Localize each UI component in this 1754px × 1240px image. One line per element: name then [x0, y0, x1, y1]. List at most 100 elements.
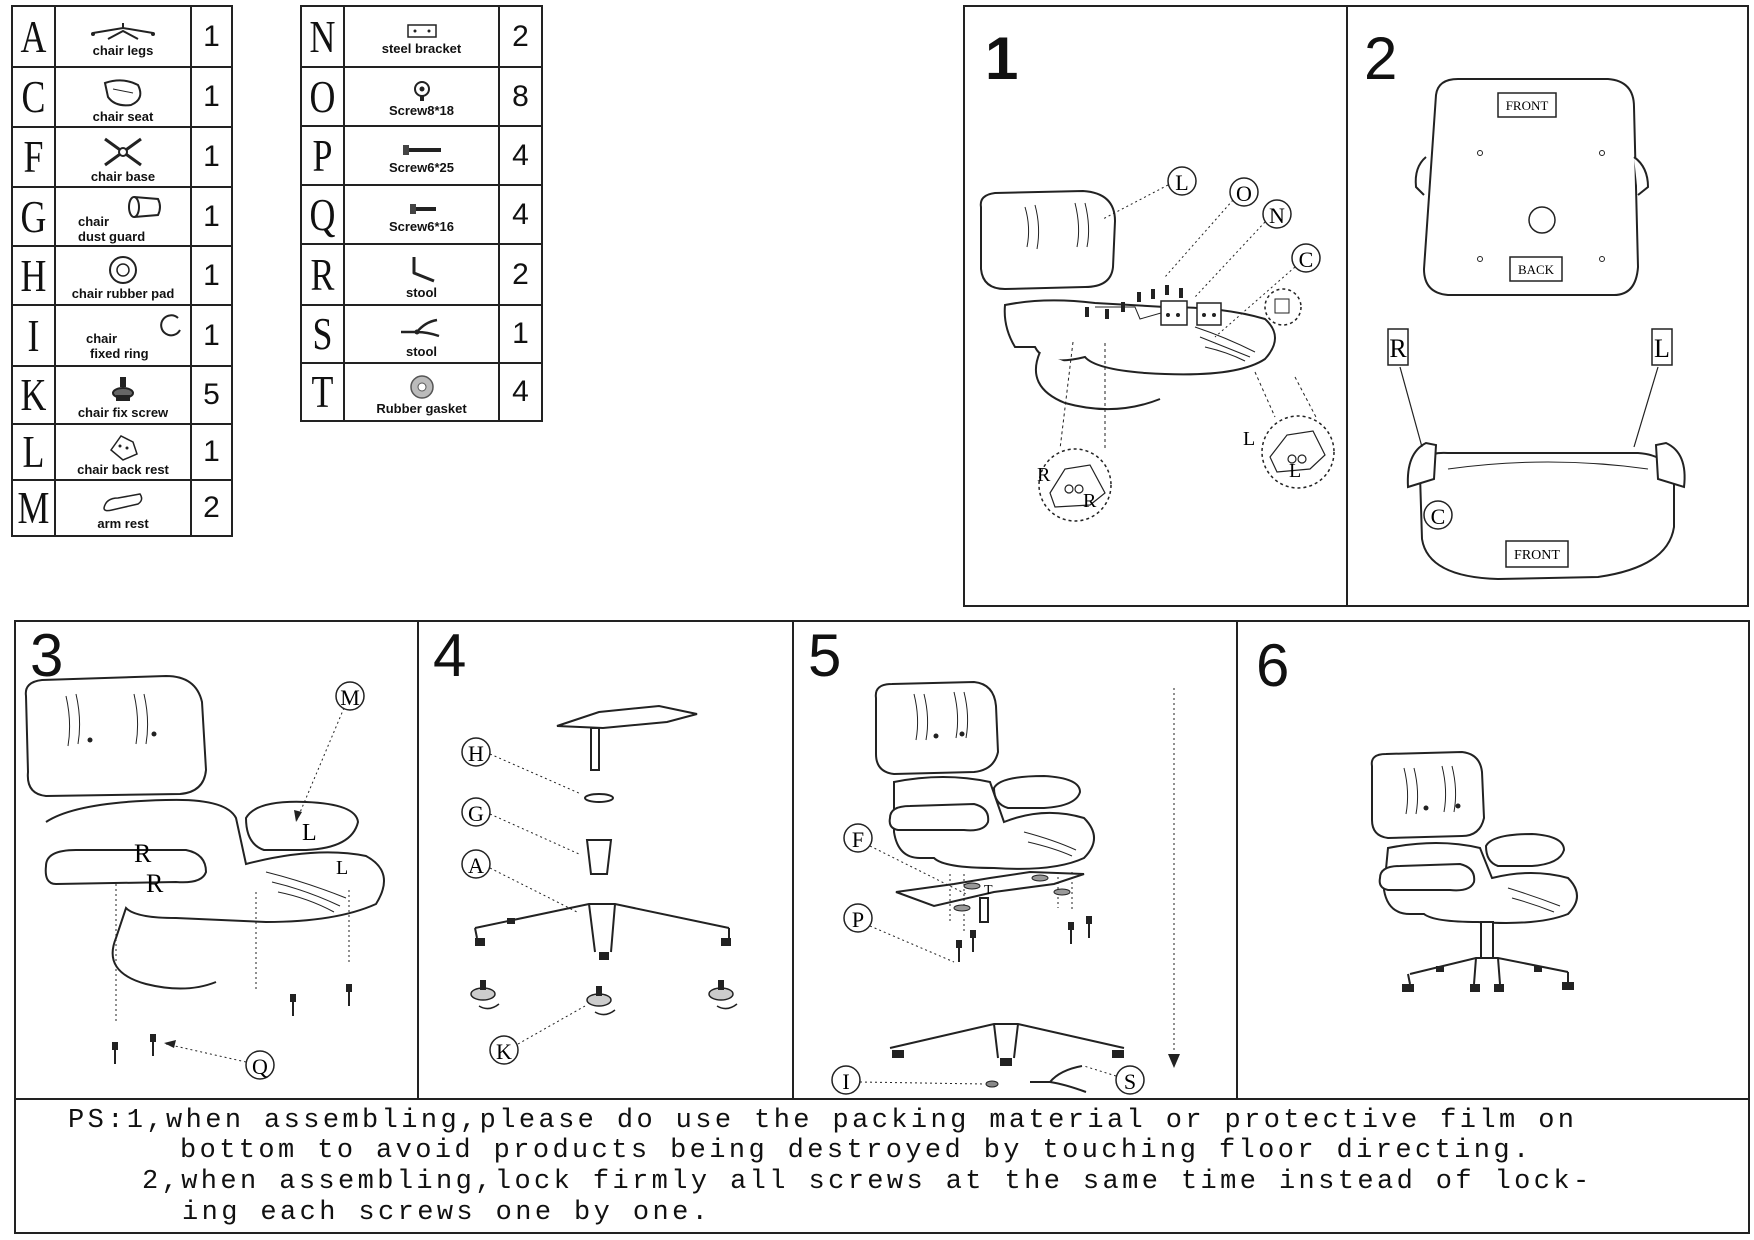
part-qty: 5: [190, 365, 233, 425]
step-6-panel: 6: [1236, 620, 1750, 1100]
rubber-pad-icon: [109, 256, 137, 284]
step-3-panel: 3 M Q L R R L: [14, 620, 419, 1100]
gasket-letter: T: [984, 883, 993, 898]
part-letter: H: [20, 249, 47, 301]
note-line-3: 2,when assembling,lock firmly all screws…: [142, 1167, 1593, 1197]
part-letter: O: [309, 70, 336, 122]
part-letter: G: [20, 190, 47, 242]
part-letter: Q: [309, 188, 336, 240]
step-4-diagram: H G A K: [461, 704, 738, 1065]
seat-letter-r1: R: [134, 839, 152, 868]
part-letter: M: [17, 482, 50, 533]
callout-h: H: [468, 741, 484, 766]
back-label: BACK: [1518, 262, 1555, 277]
part-name: chair back rest: [77, 461, 169, 477]
callout-n: N: [1269, 203, 1285, 228]
callout-a: A: [468, 853, 484, 878]
part-row-i: I chair fixed ring 1: [11, 304, 233, 367]
part-row-p: P Screw6*25 4: [300, 125, 543, 186]
part-qty: 1: [190, 186, 233, 247]
screw-8x18-icon: [413, 81, 430, 101]
part-row-g: G chair dust guard 1: [11, 186, 233, 247]
part-row-n: N steel bracket 2: [300, 5, 543, 68]
step-3-diagram: M Q L R R L: [24, 674, 385, 1080]
front-label: FRONT: [1506, 98, 1549, 113]
step-number: 1: [985, 25, 1019, 92]
part-qty: 1: [190, 5, 233, 68]
part-name: steel bracket: [381, 41, 462, 56]
step-number: 4: [433, 622, 467, 689]
part-qty: 1: [190, 423, 233, 481]
part-name-line1: chair: [78, 213, 110, 229]
part-qty: 4: [498, 125, 543, 186]
part-letter: N: [309, 10, 336, 62]
callout-s: S: [1124, 1069, 1136, 1094]
part-row-t: T Rubber gasket 4: [300, 362, 543, 422]
step-2-panel: 2 FRONT BACK FRONT R L C: [1346, 5, 1749, 607]
callout-q: Q: [252, 1054, 268, 1079]
part-letter: K: [20, 369, 47, 420]
detail-left-label-2: R: [1083, 490, 1097, 512]
part-row-q: Q Screw6*16 4: [300, 184, 543, 245]
part-row-s: S stool 1: [300, 304, 543, 364]
step-number: 2: [1364, 25, 1398, 92]
label-c: C: [1431, 504, 1446, 529]
part-qty: 4: [498, 362, 543, 422]
part-name: chair legs: [92, 43, 154, 58]
step-2-diagram: FRONT BACK FRONT R L C: [1387, 78, 1686, 581]
part-name: chair base: [90, 168, 156, 184]
chair-legs-icon: [91, 23, 155, 40]
part-name: chair seat: [92, 108, 154, 124]
part-name: Screw8*18: [388, 103, 455, 118]
callout-g: G: [468, 801, 484, 826]
detail-left-label-1: R: [1037, 464, 1051, 486]
part-letter: I: [27, 309, 40, 361]
step-1-panel: 1: [963, 5, 1348, 607]
part-row-o: O Screw8*18 8: [300, 66, 543, 127]
rubber-gasket-icon: [409, 374, 434, 399]
chair-seat-icon: [103, 78, 142, 106]
pliers-icon: [400, 318, 439, 337]
parts-table-right: N steel bracket 2 O Screw8*18 8 P: [300, 5, 543, 422]
front-bottom-label: FRONT: [1514, 548, 1560, 563]
part-name: arm rest: [97, 515, 149, 531]
part-qty: 2: [498, 243, 543, 306]
part-row-m: M arm rest 2: [11, 479, 233, 537]
callout-p: P: [852, 907, 864, 932]
part-name-line2: fixed ring: [90, 345, 149, 361]
label-r: R: [1389, 334, 1407, 363]
note-line-1: PS:1,when assembling,please do use the p…: [68, 1106, 1578, 1136]
step-5-diagram: F P I S T: [831, 680, 1180, 1095]
part-name: chair rubber pad: [71, 286, 175, 301]
callout-k: K: [496, 1039, 512, 1064]
back-rest-icon: [109, 434, 138, 461]
step-6-diagram: [1370, 750, 1578, 992]
part-letter: F: [23, 131, 44, 182]
part-letter: R: [310, 248, 335, 300]
label-l: L: [1654, 334, 1670, 363]
chair-base-icon: [104, 137, 142, 166]
part-name: stool: [405, 343, 438, 359]
note-line-2: bottom to avoid products being destroyed…: [180, 1136, 1533, 1166]
part-row-a: A chair legs 1: [11, 5, 233, 68]
screw-6x16-icon: [409, 204, 436, 214]
parts-table-left: A chair legs 1 C chair seat 1 F: [11, 5, 233, 537]
seat-letter-l2: L: [336, 857, 348, 879]
part-name-line1: chair: [86, 330, 118, 346]
part-qty: 1: [190, 66, 233, 128]
seat-letter-l: L: [302, 820, 317, 846]
part-row-r: R stool 2: [300, 243, 543, 306]
callout-i: I: [842, 1069, 849, 1094]
part-letter: A: [20, 10, 47, 62]
step-number: 3: [30, 622, 64, 689]
screw-6x25-icon: [402, 145, 441, 155]
part-letter: C: [21, 71, 46, 122]
note-line-4: ing each screws one by one.: [182, 1198, 712, 1228]
part-qty: 1: [190, 126, 233, 188]
part-qty: 8: [498, 66, 543, 127]
seat-letter-r2: R: [146, 869, 164, 898]
detail-right-label-2: L: [1289, 460, 1301, 482]
callout-c: C: [1299, 247, 1314, 272]
part-qty: 4: [498, 184, 543, 245]
part-name: chair fix screw: [77, 404, 169, 420]
